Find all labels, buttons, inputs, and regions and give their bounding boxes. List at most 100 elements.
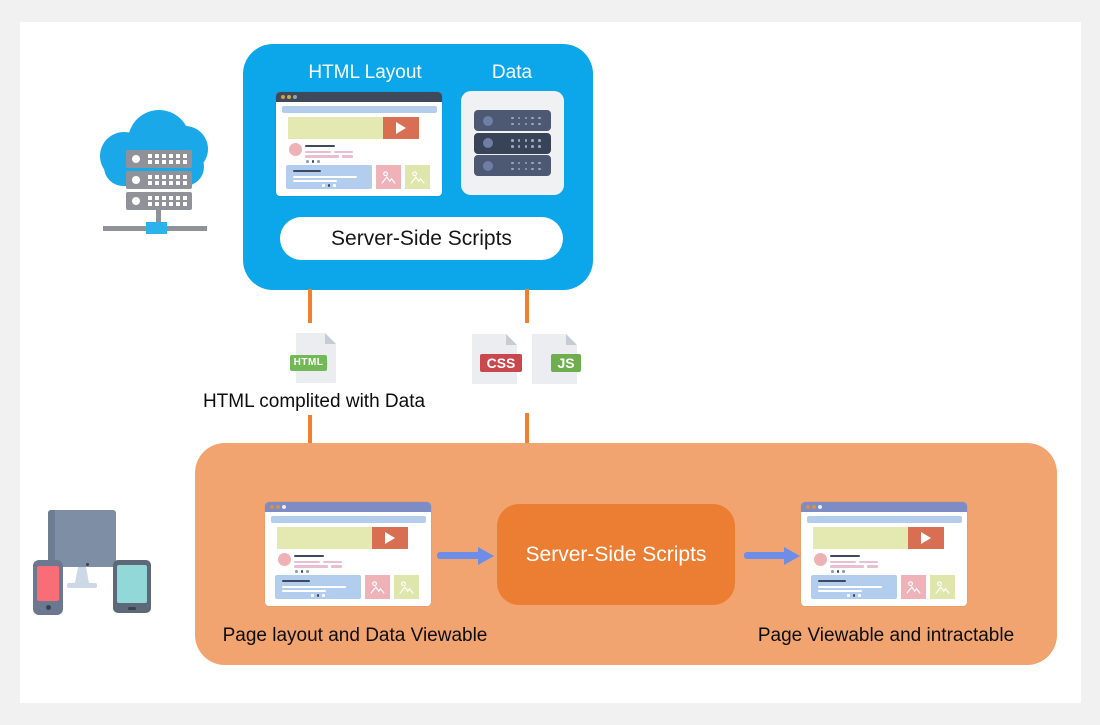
monitor-stand — [75, 567, 89, 583]
window-dot-icon — [281, 95, 285, 99]
pagination-dots — [295, 570, 309, 573]
pagination-dots — [311, 594, 325, 597]
text-line-placeholder — [342, 155, 353, 158]
database-server-icon — [461, 91, 564, 195]
content-card-placeholder — [811, 575, 897, 599]
image-placeholder-icon — [365, 575, 390, 599]
phone-screen — [37, 566, 59, 601]
server-side-scripts-box: Server-Side Scripts — [497, 504, 735, 605]
image-placeholder-icon — [930, 575, 955, 599]
text-line-placeholder — [830, 560, 856, 563]
pagination-dots — [831, 570, 845, 573]
text-line-placeholder — [293, 175, 357, 178]
browser-titlebar — [801, 502, 967, 512]
text-line-placeholder — [305, 155, 339, 158]
html-layout-label: HTML Layout — [308, 62, 422, 83]
text-line-placeholder — [818, 590, 862, 592]
banner-placeholder — [277, 527, 372, 549]
js-file-badge: JS — [551, 354, 581, 372]
window-dot-icon — [818, 505, 822, 509]
monitor-icon — [48, 510, 116, 567]
page-layout-caption: Page layout and Data Viewable — [222, 625, 488, 646]
text-line-placeholder — [305, 150, 331, 153]
server-rack-icon — [126, 171, 192, 189]
page-fold — [566, 334, 577, 345]
window-dot-icon — [293, 95, 297, 99]
text-line-placeholder — [294, 560, 320, 563]
browser-address-bar — [282, 106, 437, 113]
image-placeholder-icon — [405, 165, 430, 189]
css-file-badge: CSS — [480, 354, 522, 372]
text-line-placeholder — [282, 590, 326, 592]
network-node — [146, 222, 167, 234]
play-icon — [396, 122, 406, 134]
monitor-button — [86, 563, 89, 566]
server-side-scripts-pill: Server-Side Scripts — [280, 217, 563, 260]
pagination-dots — [306, 160, 320, 163]
cloud-server-icon — [100, 110, 210, 234]
banner-placeholder — [288, 117, 383, 139]
client-devices-icon — [33, 505, 153, 620]
text-line-placeholder — [282, 585, 346, 588]
image-placeholder-icon — [901, 575, 926, 599]
browser-window-illustration — [801, 502, 967, 606]
avatar — [814, 553, 827, 566]
text-line-placeholder — [331, 565, 342, 568]
arrow-right-icon — [784, 547, 800, 565]
text-line-placeholder — [818, 580, 846, 583]
image-placeholder-icon — [394, 575, 419, 599]
video-placeholder — [908, 527, 944, 549]
avatar — [289, 143, 302, 156]
pagination-dots — [847, 594, 861, 597]
text-line-placeholder — [334, 150, 353, 153]
browser-address-bar — [807, 516, 962, 523]
content-card-placeholder — [286, 165, 372, 189]
tablet-screen — [117, 565, 147, 603]
browser-address-bar — [271, 516, 426, 523]
arrow-right-icon — [478, 547, 494, 565]
text-line-placeholder — [282, 580, 310, 583]
network-line — [156, 209, 161, 229]
server-rack-icon — [126, 150, 192, 168]
text-line-placeholder — [867, 565, 878, 568]
browser-titlebar — [276, 92, 442, 102]
text-line-placeholder — [830, 555, 860, 558]
phone-icon — [33, 560, 63, 615]
window-dot-icon — [806, 505, 810, 509]
page-fold — [325, 333, 336, 344]
browser-window-illustration — [265, 502, 431, 606]
flow-line — [744, 552, 786, 559]
text-line-placeholder — [294, 565, 328, 568]
image-placeholder-icon — [376, 165, 401, 189]
window-dot-icon — [812, 505, 816, 509]
text-line-placeholder — [293, 170, 321, 173]
text-line-placeholder — [323, 560, 342, 563]
server-rack-icon — [126, 192, 192, 210]
video-placeholder — [383, 117, 419, 139]
window-dot-icon — [287, 95, 291, 99]
text-line-placeholder — [830, 565, 864, 568]
flow-line — [525, 289, 529, 323]
window-dot-icon — [282, 505, 286, 509]
text-line-placeholder — [293, 180, 337, 182]
page-viewable-caption: Page Viewable and intractable — [757, 625, 1015, 646]
avatar — [278, 553, 291, 566]
monitor-edge — [48, 510, 55, 567]
text-line-placeholder — [305, 145, 335, 148]
monitor-base — [67, 583, 97, 588]
content-card-placeholder — [275, 575, 361, 599]
text-line-placeholder — [859, 560, 878, 563]
data-label: Data — [491, 62, 533, 83]
text-line-placeholder — [294, 555, 324, 558]
pagination-dots — [322, 184, 336, 187]
text-line-placeholder — [818, 585, 882, 588]
flow-line — [308, 289, 312, 323]
browser-window-illustration — [276, 92, 442, 196]
browser-titlebar — [265, 502, 431, 512]
window-dot-icon — [276, 505, 280, 509]
tablet-icon — [113, 560, 151, 613]
video-placeholder — [372, 527, 408, 549]
banner-placeholder — [813, 527, 908, 549]
phone-home-button — [46, 605, 51, 610]
page-fold — [506, 334, 517, 345]
